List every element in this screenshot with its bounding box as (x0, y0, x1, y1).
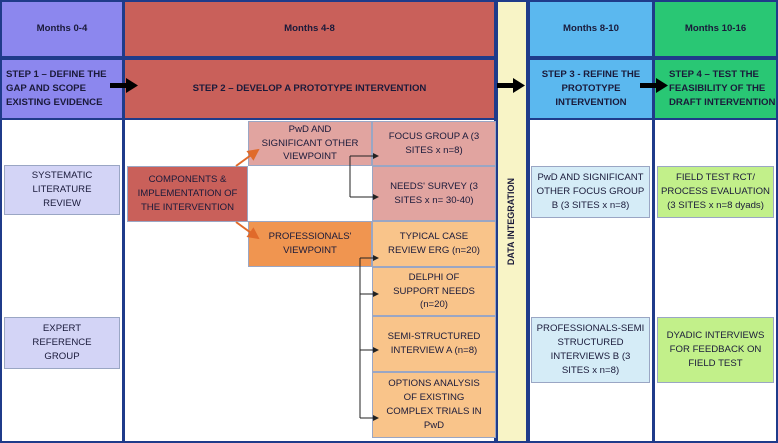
pwd-viewpoint: PwD AND SIGNIFICANT OTHER VIEWPOINT (248, 121, 372, 166)
step-arrow-1-2 (110, 78, 138, 93)
field-test-rct: FIELD TEST RCT/ PROCESS EVALUATION (3 SI… (657, 166, 774, 218)
arrow-components-to-pwd (235, 148, 260, 167)
step-arrow-3-4 (640, 78, 668, 93)
data-integration-bar: DATA INTEGRATION (496, 0, 528, 443)
typical-case-review: TYPICAL CASE REVIEW ERG (n=20) (372, 221, 496, 267)
step-1: STEP 1 – DEFINE THE GAP AND SCOPE EXISTI… (0, 58, 124, 120)
arrow-components-to-professionals (235, 221, 260, 240)
header-months-10-16: Months 10-16 (653, 0, 778, 58)
step-arrow-2-di (497, 78, 525, 93)
step-2: STEP 2 – DEVELOP A PROTOTYPE INTERVENTIO… (123, 58, 496, 120)
systematic-literature-review: SYSTEMATIC LITERATURE REVIEW (4, 165, 120, 215)
professionals-viewpoint: PROFESSIONALS' VIEWPOINT (248, 221, 372, 267)
step-4: STEP 4 – TEST THE FEASIBILITY OF THE DRA… (653, 58, 778, 120)
needs-survey: NEEDS' SURVEY (3 SITES x n= 30-40) (372, 166, 496, 221)
header-months-0-4: Months 0-4 (0, 0, 124, 58)
header-months-4-8: Months 4-8 (123, 0, 496, 58)
focus-group-a: FOCUS GROUP A (3 SITES x n=8) (372, 121, 496, 166)
components-implementation: COMPONENTS & IMPLEMENTATION OF THE INTER… (127, 166, 248, 222)
step-3: STEP 3 - REFINE THE PROTOTYPE INTERVENTI… (528, 58, 654, 120)
dyadic-interviews: DYADIC INTERVIEWS FOR FEEDBACK ON FIELD … (657, 317, 774, 383)
options-analysis: OPTIONS ANALYSIS OF EXISTING COMPLEX TRI… (372, 372, 496, 438)
expert-reference-group: EXPERT REFERENCE GROUP (4, 317, 120, 369)
focus-group-b: PwD AND SIGNIFICANT OTHER FOCUS GROUP B … (531, 166, 650, 218)
professionals-interviews-b: PROFESSIONALS-SEMI STRUCTURED INTERVIEWS… (531, 317, 650, 383)
semi-structured-interview-a: SEMI-STRUCTURED INTERVIEW A (n=8) (372, 316, 496, 372)
delphi-support-needs: DELPHI OF SUPPORT NEEDS (n=20) (372, 267, 496, 316)
